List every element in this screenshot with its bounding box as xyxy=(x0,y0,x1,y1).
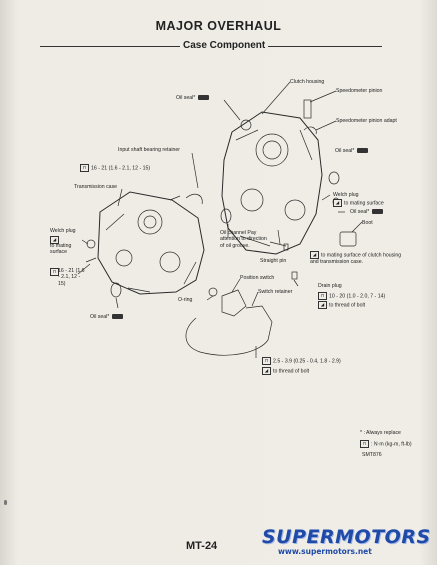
label-welch-plug-right-note: ◢to mating surface xyxy=(333,199,384,207)
boot-shape xyxy=(339,231,357,247)
torque-icon: ⊓ xyxy=(360,440,369,448)
sealant-icon: ◢ xyxy=(333,199,342,207)
label-thread-note-2: ◢to thread of bolt xyxy=(262,367,309,375)
replace-symbol-icon xyxy=(112,314,124,320)
legend-replace: * : Always replace xyxy=(360,430,401,436)
replace-symbol-icon xyxy=(372,209,384,215)
label-speedometer-pinion-adapter: Speedometer pinion adapt xyxy=(336,118,397,124)
label-welch-plug-left-icon: ◢ xyxy=(50,236,61,244)
drain-plug-shape xyxy=(291,271,298,280)
label-input-shaft-retainer: Input shaft bearing retainer xyxy=(118,147,181,153)
clutch-housing-shape xyxy=(221,111,323,255)
torque-icon: ⊓ xyxy=(318,292,327,300)
label-oil-seal-bottom: Oil seal* xyxy=(90,314,124,320)
label-thread-note-1: ◢to thread of bolt xyxy=(318,301,365,309)
page-title: MAJOR OVERHAUL xyxy=(155,19,282,33)
label-mating-surface-note: ◢to mating surface of clutch housing and… xyxy=(310,251,402,265)
section-subtitle: Case Component xyxy=(180,40,269,51)
speedometer-pinion-shape xyxy=(303,99,312,119)
switch-harness xyxy=(185,317,269,356)
label-welch-plug-right: Welch plug xyxy=(333,192,359,198)
replace-symbol-icon xyxy=(357,148,369,154)
label-switch-retainer: Switch retainer xyxy=(258,289,293,295)
watermark-brand: SUPERMOTORS xyxy=(262,526,431,548)
label-speedometer-pinion: Speedometer pinion xyxy=(336,88,383,94)
welch-plug-left-shape xyxy=(86,239,96,249)
page-number: MT-24 xyxy=(186,540,218,552)
label-torque-switch: ⊓2.5 - 3.9 (0.25 - 0.4, 1.8 - 2.9) xyxy=(262,357,341,365)
label-drain-plug: Drain plug xyxy=(318,283,342,289)
figure-code: SMT876 xyxy=(362,452,382,458)
binder-hole xyxy=(4,500,7,505)
label-oil-seal-boot: Oil seal* xyxy=(350,209,384,215)
sealant-icon: ◢ xyxy=(262,367,271,375)
label-welch-plug-left: Welch plug xyxy=(50,228,76,234)
position-switch-shape xyxy=(221,289,247,317)
label-oil-channel: Oil channel Pay attention to direction o… xyxy=(220,230,267,249)
label-transmission-case: Transmission case xyxy=(74,184,118,190)
transmission-case-shape xyxy=(97,191,205,295)
label-o-ring: O-ring xyxy=(178,297,193,303)
label-boot: Boot xyxy=(362,220,373,226)
torque-icon: ⊓ xyxy=(50,268,59,276)
sealant-icon: ◢ xyxy=(310,251,319,259)
label-torque-drain: ⊓10 - 20 (1.0 - 2.0, 7 - 14) xyxy=(318,292,385,300)
supermotors-watermark: SUPERMOTORS www.supermotors.net xyxy=(262,526,432,556)
torque-icon: ⊓ xyxy=(80,164,89,172)
label-clutch-housing: Clutch housing xyxy=(290,79,325,85)
legend-units: ⊓: N·m (kg-m, ft-lb) xyxy=(360,440,412,448)
label-torque-case: 16 - 21 (1.6 - 2.1, 12 - 15) xyxy=(58,268,85,287)
torque-icon: ⊓ xyxy=(262,357,271,365)
label-straight-pin: Straight pin xyxy=(260,258,287,264)
label-oil-seal-right: Oil seal* xyxy=(335,148,369,154)
label-position-switch: Position switch xyxy=(240,275,275,281)
label-welch-plug-left-note: to mating surface xyxy=(50,243,72,256)
sealant-icon: ◢ xyxy=(318,301,327,309)
oil-channel-seal-shape xyxy=(220,208,232,224)
replace-symbol-icon xyxy=(198,95,210,101)
label-oil-seal-top: Oil seal* xyxy=(176,95,210,101)
label-torque-retainer: ⊓16 - 21 (1.6 - 2.1, 12 - 15) xyxy=(80,164,150,172)
oil-seal-bottom-shape xyxy=(110,282,122,298)
label-torque-case-icon: ⊓ xyxy=(50,268,61,276)
sealant-icon: ◢ xyxy=(50,236,59,244)
watermark-url: www.supermotors.net xyxy=(278,547,372,556)
